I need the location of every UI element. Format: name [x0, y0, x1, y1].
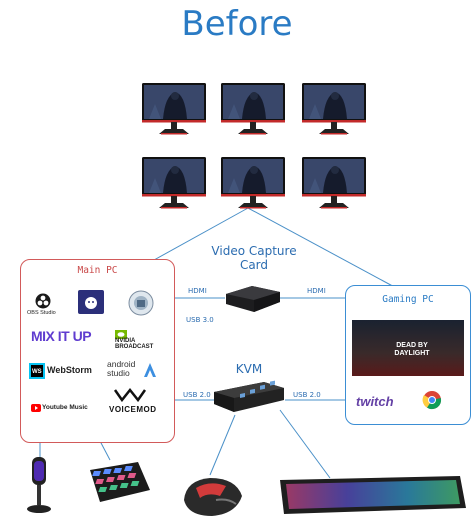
keyboard-icon — [280, 476, 466, 514]
usb30-label: USB 3.0 — [186, 316, 214, 324]
gaming-mouse-icon — [184, 478, 242, 516]
kvm-label: KVM — [235, 362, 263, 376]
nvidia-broadcast-label: NVIDIA BROADCAST — [115, 338, 154, 350]
android-studio-label: android studio — [107, 359, 136, 378]
monitors-to-main-line — [144, 207, 249, 266]
webstorm-label: WebStorm — [47, 365, 92, 375]
monitors-to-gaming-line — [247, 207, 401, 291]
usb20-right-label: USB 2.0 — [293, 391, 321, 399]
monitor-3 — [302, 83, 366, 135]
kvm-device — [214, 380, 284, 412]
mixitup-logo: MIX IT UP — [31, 328, 92, 344]
badge-icon — [128, 290, 154, 316]
keyboard-line — [279, 409, 331, 479]
usb20-left-label: USB 2.0 — [183, 391, 211, 399]
animaze-icon — [78, 290, 104, 314]
monitor-2 — [221, 83, 285, 135]
game-cover: DEAD BY DAYLIGHT — [352, 320, 464, 376]
main-pc-title: Main PC — [77, 265, 118, 276]
voicemod-icon — [113, 388, 147, 402]
microphone-icon — [27, 457, 51, 513]
twitch-logo: twitch — [356, 394, 394, 409]
hdmi-left-label: HDMI — [188, 287, 207, 295]
hdmi-right-label: HDMI — [307, 287, 326, 295]
video-capture-card-label: Video Capture Card — [211, 244, 297, 272]
gaming-pc-title: Gaming PC — [382, 294, 434, 305]
monitor-6 — [302, 157, 366, 209]
monitor-1 — [142, 83, 206, 135]
svg-text:WS: WS — [32, 369, 42, 375]
youtube-icon — [31, 404, 41, 412]
voicemod-label: VOICEMOD — [109, 405, 157, 414]
nvidia-icon — [115, 330, 127, 339]
game-title: DEAD BY DAYLIGHT — [394, 342, 430, 357]
gaming-pc-box: Gaming PC DEAD BY DAYLIGHT twitch — [345, 285, 471, 425]
obs-label: OBS Studio — [27, 310, 56, 316]
chrome-icon — [422, 391, 442, 410]
android-studio-icon — [144, 363, 156, 377]
webstorm-icon: WS — [29, 363, 45, 379]
main-pc-box: Main PC OBS Studio MIX IT UP NVIDIA BROA… — [20, 259, 175, 443]
youtube-music-label: Youtube Music — [42, 404, 88, 411]
obs-icon — [35, 293, 51, 309]
stream-deck-icon — [90, 462, 150, 502]
capture-card-device — [226, 286, 280, 312]
streamdeck-line — [99, 440, 111, 461]
monitor-4 — [142, 157, 206, 209]
page-title: Before — [181, 4, 293, 44]
mouse-line — [209, 414, 236, 476]
monitor-5 — [221, 157, 285, 209]
